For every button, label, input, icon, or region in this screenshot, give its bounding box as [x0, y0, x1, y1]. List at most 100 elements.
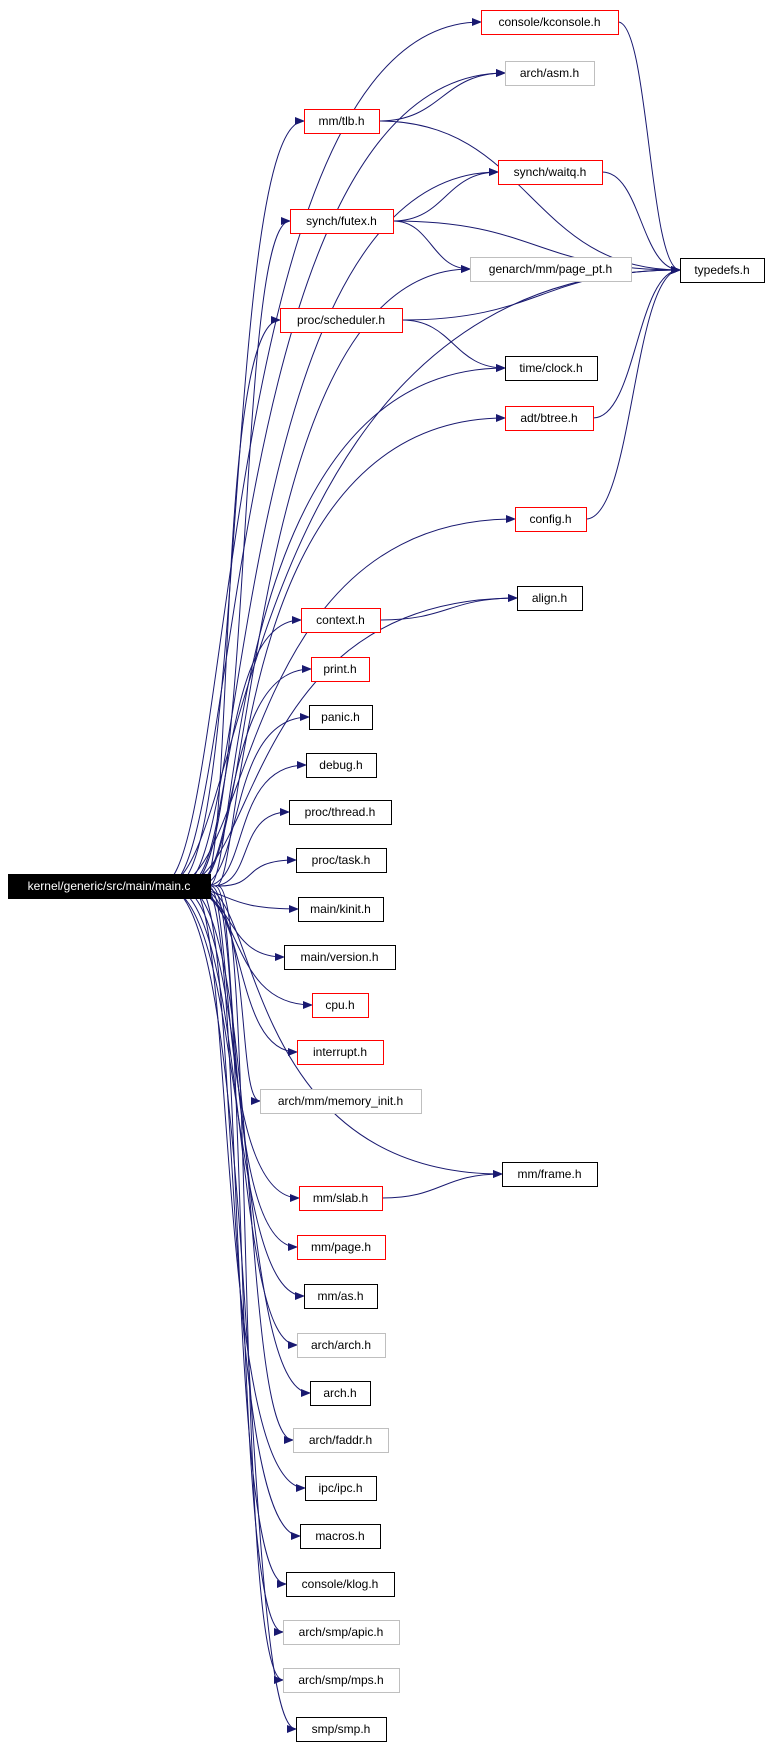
edge-main-to-page_pt — [194, 265, 471, 887]
node-arch[interactable]: arch.h — [310, 1381, 371, 1406]
edge-main-to-arch — [175, 885, 311, 1397]
node-box — [289, 800, 392, 825]
node-box — [505, 406, 594, 431]
node-label: time/clock.h — [519, 361, 582, 375]
node-waitq[interactable]: synch/waitq.h — [498, 160, 603, 185]
edge-main-to-futex — [187, 217, 291, 887]
node-label: main/version.h — [300, 950, 378, 964]
node-label: kernel/generic/src/main/main.c — [28, 879, 191, 893]
node-box — [505, 61, 595, 86]
node-mps[interactable]: arch/smp/mps.h — [283, 1668, 400, 1693]
edge-main-to-config — [169, 515, 516, 887]
node-frame[interactable]: mm/frame.h — [502, 1162, 598, 1187]
node-memory_init[interactable]: arch/mm/memory_init.h — [260, 1089, 422, 1114]
node-btree[interactable]: adt/btree.h — [505, 406, 594, 431]
edge-main-to-context — [183, 616, 302, 887]
node-futex[interactable]: synch/futex.h — [290, 209, 394, 234]
node-kinit[interactable]: main/kinit.h — [298, 897, 384, 922]
edge-config-to-typedefs — [585, 266, 681, 520]
node-box — [297, 1040, 384, 1065]
node-kconsole[interactable]: console/kconsole.h — [481, 10, 619, 35]
node-label: mm/as.h — [317, 1289, 363, 1303]
node-label: smp/smp.h — [312, 1722, 371, 1736]
node-label: genarch/mm/page_pt.h — [489, 262, 612, 276]
node-box — [299, 1186, 383, 1211]
node-box — [260, 1089, 422, 1114]
node-smp[interactable]: smp/smp.h — [296, 1717, 387, 1742]
node-typedefs[interactable]: typedefs.h — [680, 258, 765, 283]
node-box — [297, 1333, 386, 1358]
edge-context-to-align — [379, 594, 518, 621]
edge-main-to-slab — [207, 885, 300, 1202]
node-macros[interactable]: macros.h — [300, 1524, 381, 1549]
node-context[interactable]: context.h — [301, 608, 381, 633]
node-label: console/klog.h — [302, 1577, 379, 1591]
node-ipc[interactable]: ipc/ipc.h — [305, 1476, 377, 1501]
node-box — [305, 1476, 377, 1501]
edge-main-to-btree — [215, 414, 506, 887]
node-box — [502, 1162, 598, 1187]
edge-main-to-scheduler — [201, 316, 281, 887]
edge-slab-to-frame — [381, 1170, 503, 1199]
node-label: proc/task.h — [312, 853, 371, 867]
node-align[interactable]: align.h — [517, 586, 583, 611]
node-label: config.h — [529, 512, 571, 526]
node-apic[interactable]: arch/smp/apic.h — [283, 1620, 400, 1645]
node-box — [515, 507, 587, 532]
node-box — [297, 1235, 386, 1260]
node-label: ipc/ipc.h — [318, 1481, 362, 1495]
node-label: arch/smp/mps.h — [298, 1673, 383, 1687]
node-config[interactable]: config.h — [515, 507, 587, 532]
node-label: arch/arch.h — [311, 1338, 371, 1352]
node-faddr[interactable]: arch/faddr.h — [293, 1428, 389, 1453]
node-box — [290, 209, 394, 234]
edge-kconsole-to-typedefs — [617, 21, 681, 274]
node-asm[interactable]: arch/asm.h — [505, 61, 595, 86]
node-label: mm/slab.h — [313, 1191, 368, 1205]
node-box — [310, 1381, 371, 1406]
node-label: proc/thread.h — [305, 805, 376, 819]
node-tlb[interactable]: mm/tlb.h — [304, 109, 380, 134]
node-box — [298, 897, 384, 922]
node-label: arch/asm.h — [520, 66, 579, 80]
edge-futex-to-waitq — [392, 168, 499, 222]
node-print[interactable]: print.h — [311, 657, 370, 682]
node-label: typedefs.h — [694, 263, 749, 277]
node-thread[interactable]: proc/thread.h — [289, 800, 392, 825]
node-scheduler[interactable]: proc/scheduler.h — [280, 308, 403, 333]
node-box — [312, 993, 369, 1018]
node-box — [280, 308, 403, 333]
edge-main-to-asm — [166, 69, 506, 887]
node-label: mm/tlb.h — [318, 114, 364, 128]
node-box — [481, 10, 619, 35]
edge-btree-to-typedefs — [592, 266, 681, 419]
edge-main-to-faddr — [182, 885, 294, 1444]
node-box — [300, 1524, 381, 1549]
node-box — [498, 160, 603, 185]
edge-main-to-frame — [200, 885, 503, 1178]
node-as[interactable]: mm/as.h — [304, 1284, 378, 1309]
node-version[interactable]: main/version.h — [284, 945, 396, 970]
node-cpu[interactable]: cpu.h — [312, 993, 369, 1018]
node-page[interactable]: mm/page.h — [297, 1235, 386, 1260]
node-task[interactable]: proc/task.h — [296, 848, 387, 873]
node-box — [505, 356, 598, 381]
node-klog[interactable]: console/klog.h — [286, 1572, 395, 1597]
node-box — [283, 1668, 400, 1693]
edge-scheduler-to-clock — [401, 319, 506, 372]
node-panic[interactable]: panic.h — [309, 705, 373, 730]
node-page_pt[interactable]: genarch/mm/page_pt.h — [470, 257, 632, 282]
node-clock[interactable]: time/clock.h — [505, 356, 598, 381]
node-debug[interactable]: debug.h — [306, 753, 377, 778]
node-interrupt[interactable]: interrupt.h — [297, 1040, 384, 1065]
edge-main-to-as — [161, 885, 305, 1300]
node-slab[interactable]: mm/slab.h — [299, 1186, 383, 1211]
node-box — [470, 257, 632, 282]
edge-main-to-ipc — [189, 885, 306, 1492]
node-box — [296, 848, 387, 873]
node-box — [296, 1717, 387, 1742]
node-label: synch/waitq.h — [514, 165, 587, 179]
node-arch_arch[interactable]: arch/arch.h — [297, 1333, 386, 1358]
node-label: interrupt.h — [313, 1045, 367, 1059]
